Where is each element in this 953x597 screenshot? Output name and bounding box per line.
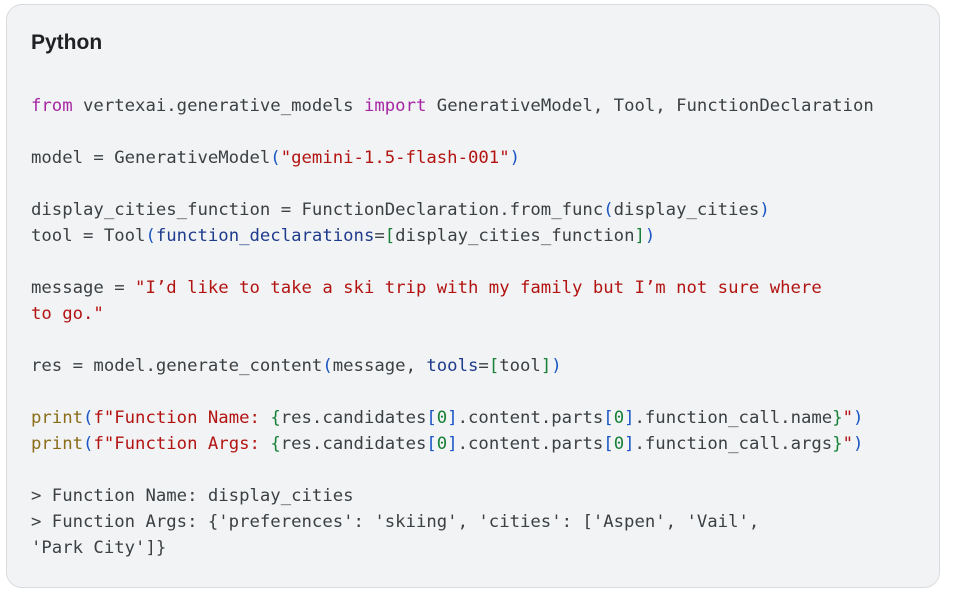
code-token: to go.": [31, 304, 104, 324]
code-token: }: [832, 408, 843, 428]
code-token: [: [426, 434, 437, 454]
code-line: 'Park City']}: [31, 535, 874, 561]
code-token: import: [363, 96, 427, 116]
code-token: [: [603, 408, 614, 428]
code-token: > Function Name: display_cities: [31, 486, 354, 506]
code-token: display_cities: [613, 200, 760, 220]
code-line: res = model.generate_content(message, to…: [31, 353, 874, 379]
code-token: ]: [540, 356, 552, 376]
code-token: ]: [634, 226, 645, 246]
code-token: tool = Tool: [31, 226, 146, 246]
code-token: print: [31, 408, 84, 428]
code-token: =: [478, 356, 489, 376]
code-token: vertexai.generative_models: [72, 96, 364, 116]
code-token: ): [644, 226, 656, 246]
code-token: (: [83, 408, 94, 428]
code-token: message,: [332, 356, 427, 376]
code-token: [: [603, 434, 614, 454]
code-token: =: [374, 226, 385, 246]
code-token: {: [270, 408, 281, 428]
code-line: tool = Tool(function_declarations=[displ…: [31, 223, 874, 249]
code-token: ): [551, 356, 562, 376]
code-blank-line: [31, 457, 874, 483]
code-token: ): [509, 148, 521, 168]
code-token: f"Function Name:: [93, 408, 271, 428]
code-token: ]: [447, 434, 458, 454]
code-token: 0: [613, 408, 625, 428]
code-token: (: [322, 356, 333, 376]
code-token: function_declarations: [155, 226, 375, 246]
code-token: ): [853, 408, 864, 428]
code-token: ": [842, 434, 853, 454]
code-token: (: [83, 434, 94, 454]
code-token: ": [842, 408, 853, 428]
code-line: print(f"Function Args: {res.candidates[0…: [31, 431, 874, 457]
code-token: }: [832, 434, 843, 454]
code-token: from: [31, 96, 73, 116]
code-line: to go.": [31, 301, 874, 327]
code-token: tool: [499, 356, 541, 376]
code-token: GenerativeModel, Tool, FunctionDeclarati…: [426, 96, 874, 116]
code-line: > Function Name: display_cities: [31, 483, 874, 509]
code-token: (: [603, 200, 614, 220]
code-token: > Function Args: {'preferences': 'skiing…: [31, 512, 760, 532]
code-line: > Function Args: {'preferences': 'skiing…: [31, 509, 874, 535]
code-line: model = GenerativeModel("gemini-1.5-flas…: [31, 145, 874, 171]
code-token: ): [853, 434, 864, 454]
code-token: "gemini-1.5-flash-001": [280, 148, 510, 168]
code-token: res = model.generate_content: [31, 356, 323, 376]
code-token: .content.parts: [457, 408, 604, 428]
code-token: display_cities_function: [395, 226, 635, 246]
code-token: res.candidates: [280, 434, 427, 454]
code-blank-line: [31, 379, 874, 405]
code-blank-line: [31, 249, 874, 275]
code-token: [: [426, 408, 437, 428]
code-token: ): [759, 200, 770, 220]
code-token: .content.parts: [457, 434, 604, 454]
code-token: message =: [31, 278, 136, 298]
code-line: print(f"Function Name: {res.candidates[0…: [31, 405, 874, 431]
code-blank-line: [31, 327, 874, 353]
code-token: res.candidates: [280, 408, 427, 428]
code-token: (: [145, 226, 156, 246]
code-line: message = "I’d like to take a ski trip w…: [31, 275, 874, 301]
code-token: display_cities_function = FunctionDeclar…: [31, 200, 604, 220]
code-token: .function_call.name: [634, 408, 833, 428]
code-token: 0: [436, 434, 448, 454]
code-token: f"Function Args:: [93, 434, 271, 454]
code-blank-line: [31, 119, 874, 145]
code-token: ]: [447, 408, 458, 428]
code-token: [: [384, 226, 396, 246]
code-token: 0: [436, 408, 448, 428]
code-token: ]: [624, 408, 635, 428]
code-language-label: Python: [31, 31, 103, 54]
code-token: "I’d like to take a ski trip with my fam…: [135, 278, 822, 298]
code-token: model = GenerativeModel: [31, 148, 271, 168]
code-token: (: [270, 148, 281, 168]
code-line: from vertexai.generative_models import G…: [31, 93, 874, 119]
code-token: [: [488, 356, 500, 376]
code-token: {: [270, 434, 281, 454]
code-token: .function_call.args: [634, 434, 833, 454]
code-line: display_cities_function = FunctionDeclar…: [31, 197, 874, 223]
code-token: 'Park City']}: [31, 538, 167, 558]
code-blank-line: [31, 171, 874, 197]
code-token: ]: [624, 434, 635, 454]
code-token: print: [31, 434, 84, 454]
code-token: tools: [426, 356, 479, 376]
code-token: 0: [613, 434, 625, 454]
code-content[interactable]: from vertexai.generative_models import G…: [31, 93, 874, 561]
code-block-card: Python from vertexai.generative_models i…: [6, 4, 940, 588]
